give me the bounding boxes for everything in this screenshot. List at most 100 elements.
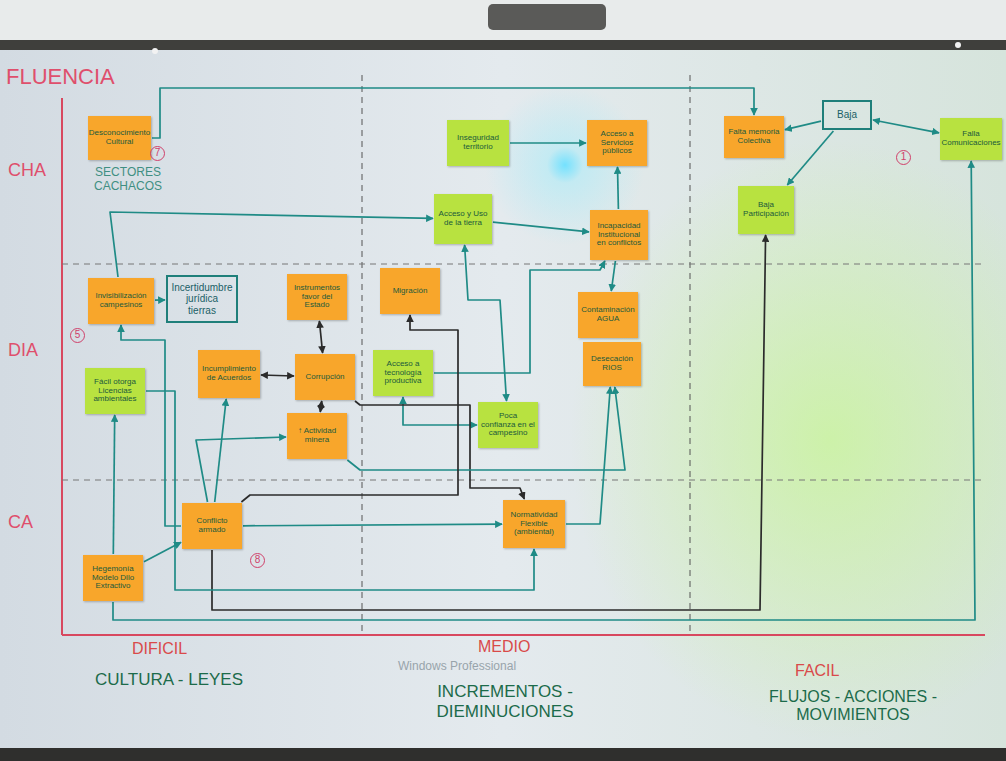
connector bbox=[403, 397, 477, 425]
callout-number: 8 bbox=[250, 553, 265, 568]
node-text: Incumplimiento de Acuerdos bbox=[201, 365, 257, 383]
axis-line bbox=[62, 634, 985, 636]
connector bbox=[113, 161, 975, 620]
connector bbox=[873, 120, 939, 133]
connector bbox=[212, 235, 766, 610]
column-title: MEDIO bbox=[478, 638, 530, 656]
divider-line bbox=[62, 264, 985, 265]
divider-line bbox=[62, 480, 985, 481]
frame-screw bbox=[152, 48, 158, 54]
axis-title: FLUENCIA bbox=[6, 64, 115, 89]
node-text: Poca confianza en el campesino bbox=[481, 412, 535, 439]
connector bbox=[243, 524, 502, 526]
connector bbox=[215, 399, 227, 502]
sticky-note: Falta memoria Colectiva bbox=[724, 116, 784, 158]
connector bbox=[785, 121, 821, 130]
node-text: Contaminación AGUA bbox=[581, 306, 635, 324]
sticky-note: Desconocimiento Cultural bbox=[88, 116, 151, 160]
node-text: Hegemonía Modelo Dllo Extractivo bbox=[86, 565, 140, 592]
connector bbox=[493, 222, 589, 232]
sticky-note: Conflicto armado bbox=[182, 503, 242, 549]
connector bbox=[617, 167, 620, 209]
connector bbox=[113, 415, 114, 554]
sticky-note: Normatividad Flexible (ambiental) bbox=[503, 500, 565, 548]
node-text: Inseguridad territorio bbox=[450, 134, 506, 152]
divider-line bbox=[690, 75, 691, 635]
node-text: Incapacidad Institucional en conflictos bbox=[593, 222, 645, 249]
sticky-note: Incapacidad Institucional en conflictos bbox=[590, 210, 648, 260]
board-frame bbox=[0, 40, 1006, 50]
node-text: Conflicto armado bbox=[185, 517, 239, 535]
node-text: Migración bbox=[393, 287, 428, 296]
sticky-note: Baja Participación bbox=[738, 186, 794, 234]
sticky-note: Desecación RIOS bbox=[583, 342, 641, 386]
column-subtitle: FLUJOS - ACCIONES - MOVIMIENTOS bbox=[728, 688, 978, 725]
frame-screw bbox=[955, 42, 961, 48]
wall bbox=[0, 0, 1006, 40]
axis-level: DIA bbox=[8, 340, 38, 361]
column-subtitle: INCREMENTOS - DIEMINUCIONES bbox=[400, 682, 610, 721]
connector bbox=[319, 321, 322, 353]
node-text: Instrumentos favor del Estado bbox=[290, 284, 344, 311]
axis-line bbox=[61, 98, 63, 635]
board-tray bbox=[0, 748, 1006, 761]
outlined-box: Baja bbox=[822, 100, 872, 130]
node-text: Acceso y Uso de la tierra bbox=[437, 210, 489, 228]
node-text: Baja Participación bbox=[741, 201, 791, 219]
connector bbox=[146, 391, 534, 590]
connector bbox=[465, 245, 507, 401]
column-title: DIFICIL bbox=[132, 640, 187, 658]
connector bbox=[320, 401, 321, 412]
sticky-note: Corrupción bbox=[295, 354, 355, 400]
sticky-note: Hegemonía Modelo Dllo Extractivo bbox=[83, 555, 143, 601]
group-note: SECTORES CACHACOS bbox=[78, 166, 178, 194]
connector bbox=[196, 437, 286, 502]
node-text: Desecación RIOS bbox=[586, 355, 638, 373]
connector bbox=[787, 131, 833, 185]
node-text: Fácil otorga Licencias ambientales bbox=[88, 378, 142, 405]
node-text: Acceso a tecnología productiva bbox=[376, 360, 430, 387]
node-text: Normatividad Flexible (ambiental) bbox=[506, 511, 562, 538]
divider-line bbox=[362, 75, 363, 635]
sticky-note: Acceso a tecnología productiva bbox=[373, 350, 433, 396]
connector bbox=[261, 375, 294, 376]
column-title: FACIL bbox=[795, 662, 839, 680]
node-text: Baja bbox=[837, 109, 857, 120]
sticky-note: Acceso a Servicios públicos bbox=[587, 120, 647, 166]
sticky-note: Instrumentos favor del Estado bbox=[287, 274, 347, 320]
sticky-note: Fácil otorga Licencias ambientales bbox=[85, 368, 145, 414]
connector bbox=[611, 261, 615, 291]
node-text: Acceso a Servicios públicos bbox=[590, 130, 644, 157]
sticky-note: Poca confianza en el campesino bbox=[478, 402, 538, 448]
sticky-note: Inseguridad territorio bbox=[447, 120, 509, 166]
connector bbox=[510, 142, 586, 144]
node-text: Falta memoria Colectiva bbox=[727, 128, 781, 146]
sticky-note: Acceso y Uso de la tierra bbox=[434, 194, 492, 244]
axis-level: CHA bbox=[8, 160, 46, 181]
projector-mount bbox=[488, 4, 606, 30]
callout-number: 1 bbox=[896, 150, 911, 165]
sticky-note: Contaminación AGUA bbox=[578, 292, 638, 338]
node-text: Falla Comunicaciones bbox=[941, 130, 1000, 148]
connector bbox=[566, 387, 610, 524]
watermark: Windows Professional bbox=[398, 660, 516, 674]
node-text: Desconocimiento Cultural bbox=[89, 129, 150, 147]
connector bbox=[121, 325, 181, 526]
sticky-note: ↑ Actividad minera bbox=[287, 413, 347, 459]
axis-level: CA bbox=[8, 512, 33, 533]
outlined-box: Incertidumbre jurídica tierras bbox=[166, 275, 238, 323]
node-text: Corrupción bbox=[305, 373, 344, 382]
callout-number: 5 bbox=[70, 328, 85, 343]
connector bbox=[155, 299, 165, 301]
sticky-note: Migración bbox=[380, 268, 440, 314]
node-text: Incertidumbre jurídica tierras bbox=[171, 282, 233, 316]
callout-number: 7 bbox=[150, 146, 165, 161]
connector bbox=[241, 315, 458, 502]
node-text: Invisibilización campesinos bbox=[91, 292, 151, 310]
sticky-note: Falla Comunicaciones bbox=[940, 118, 1002, 160]
column-subtitle: CULTURA - LEYES bbox=[95, 670, 243, 690]
sticky-note: Invisibilización campesinos bbox=[88, 278, 154, 324]
sticky-note: Incumplimiento de Acuerdos bbox=[198, 350, 260, 398]
node-text: ↑ Actividad minera bbox=[290, 427, 344, 445]
